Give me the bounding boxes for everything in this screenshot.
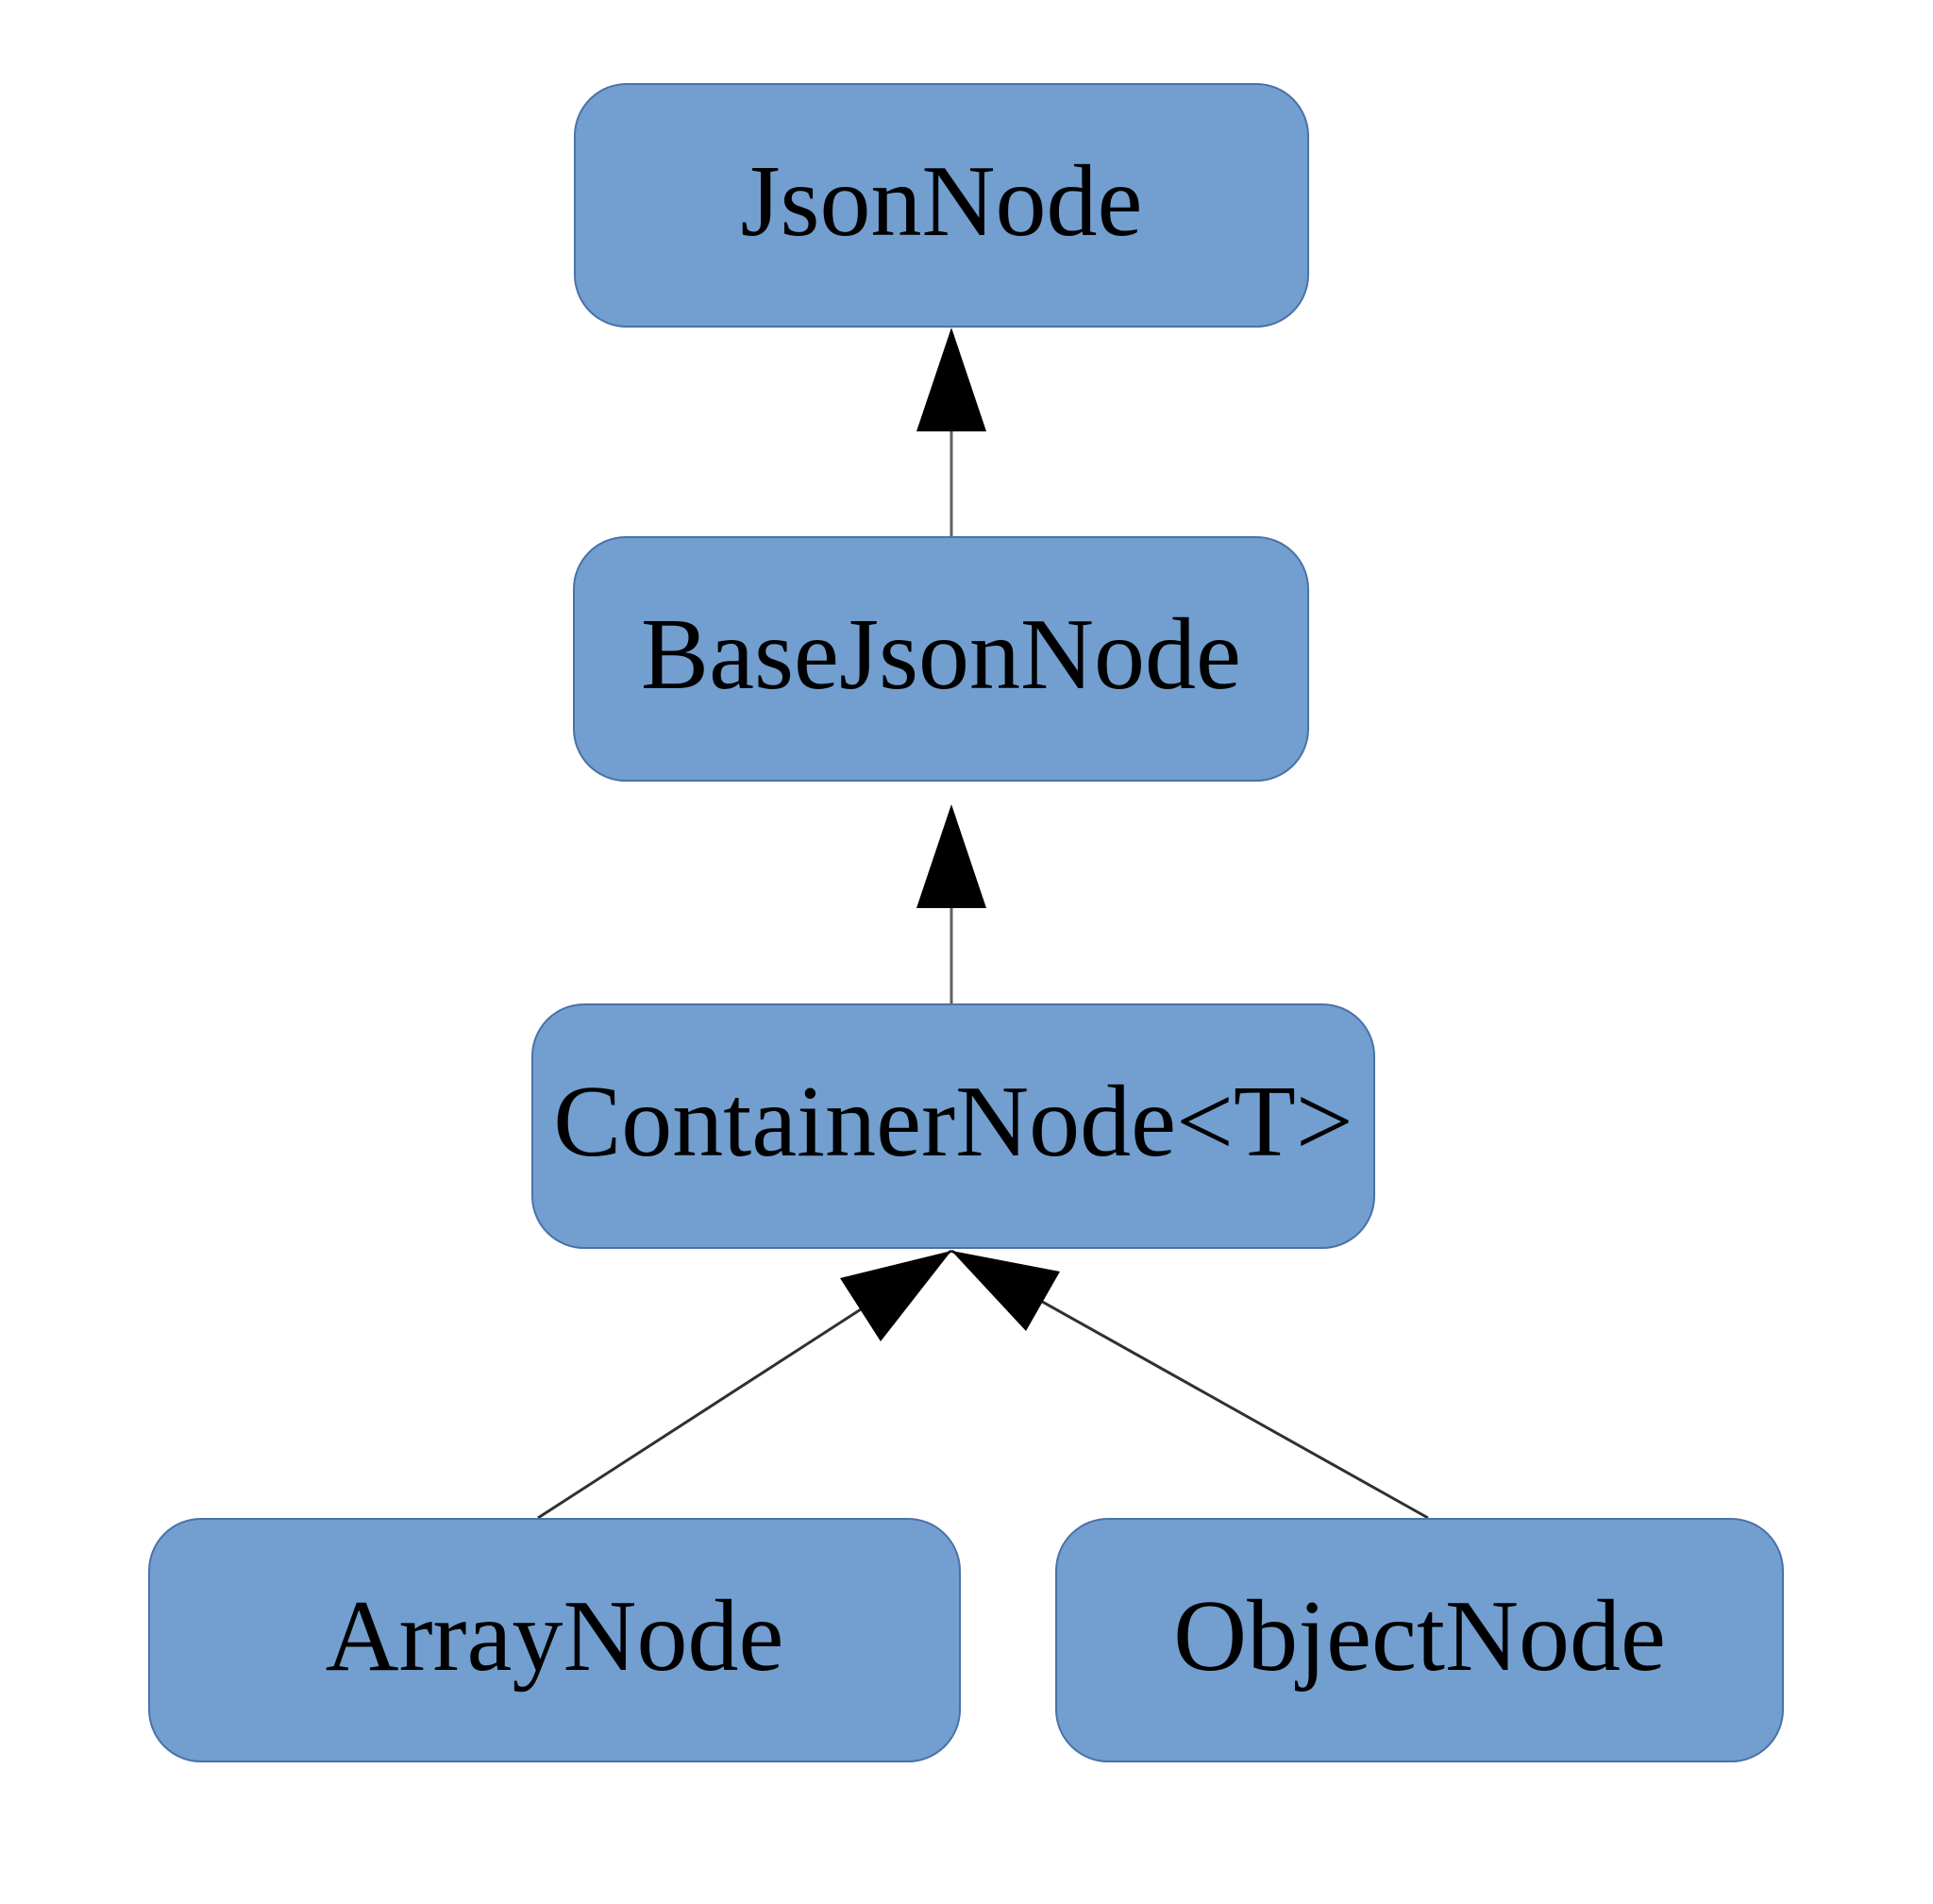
class-node-basejsonnode: BaseJsonNode bbox=[573, 536, 1309, 782]
class-node-jsonnode: JsonNode bbox=[574, 83, 1309, 328]
class-node-objectnode: ObjectNode bbox=[1055, 1518, 1784, 1762]
class-node-objectnode-label: ObjectNode bbox=[1173, 1579, 1666, 1693]
class-node-arraynode-label: ArrayNode bbox=[325, 1579, 784, 1693]
inheritance-arrowhead-basejsonnode bbox=[916, 804, 986, 908]
inheritance-arrowhead-containernode-right bbox=[951, 1251, 1060, 1331]
class-node-containernode: ContainerNode<T> bbox=[531, 1003, 1375, 1249]
class-node-basejsonnode-label: BaseJsonNode bbox=[641, 598, 1241, 711]
class-node-containernode-label: ContainerNode<T> bbox=[553, 1066, 1353, 1178]
class-node-jsonnode-label: JsonNode bbox=[740, 144, 1143, 258]
class-node-arraynode: ArrayNode bbox=[148, 1518, 961, 1762]
inheritance-arrowhead-jsonnode bbox=[916, 328, 986, 431]
edge-line-objectnode-to-containernode bbox=[950, 1249, 1429, 1520]
inheritance-arrowhead-containernode-left bbox=[840, 1251, 951, 1341]
edge-line-arraynode-to-containernode bbox=[537, 1249, 952, 1520]
